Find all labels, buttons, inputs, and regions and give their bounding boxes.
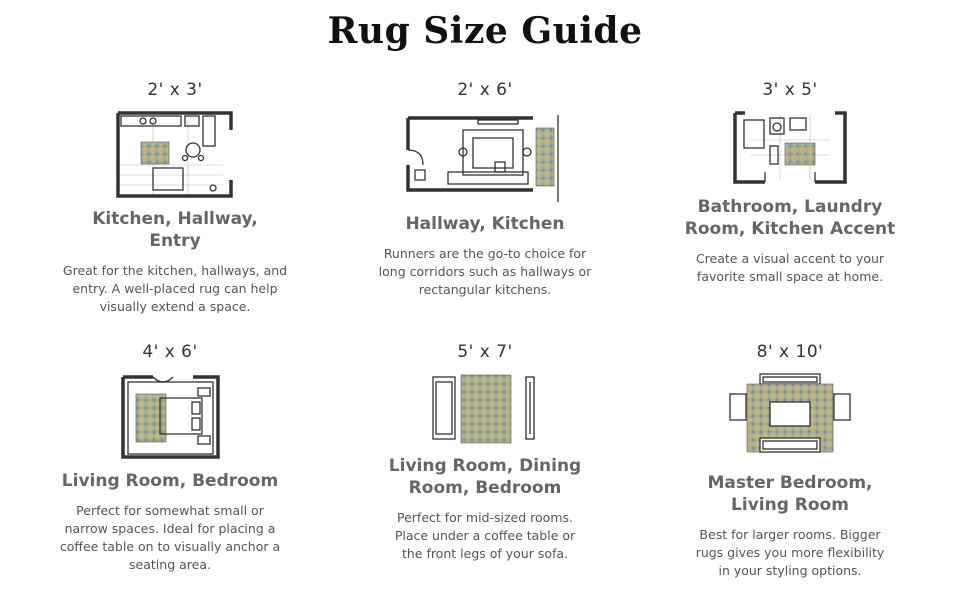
description-line: visually extend a space. (99, 299, 251, 314)
rug-size-card-8x10: 8' x 10' Master Bedroom, Living Room Bes… (660, 342, 920, 580)
rug-size-label: 8' x 10' (756, 342, 824, 362)
room-types-line: Living Room, Dining (388, 456, 582, 476)
master-bedroom-floorplan-illustration (729, 373, 851, 453)
description-line: Create a visual accent to your (695, 251, 885, 266)
description-line: rectangular kitchens. (418, 282, 552, 297)
bathroom-floorplan-illustration (733, 111, 847, 184)
room-types-line: Kitchen, Hallway, (92, 209, 258, 229)
living-room-floorplan-illustration (431, 374, 535, 444)
rug-description: Best for larger rooms. Bigger rugs gives… (660, 526, 920, 580)
rug-description: Create a visual accent to your favorite … (660, 250, 920, 286)
room-types: Master Bedroom, Living Room (660, 472, 920, 516)
room-types: Kitchen, Hallway, Entry (45, 208, 305, 252)
bedroom-floorplan-illustration (120, 375, 220, 459)
description-line: Best for larger rooms. Bigger (699, 527, 881, 542)
description-line: Perfect for mid-sized rooms. (397, 510, 573, 525)
rug-size-card-2x6: 2' x 6' Hallway, Kitchen Runners are the… (355, 80, 615, 299)
description-line: Great for the kitchen, hallways, and (62, 263, 288, 278)
description-line: Place under a coffee table or (394, 528, 576, 543)
description-line: Perfect for somewhat small or (76, 503, 264, 518)
page-title: Rug Size Guide (327, 10, 643, 52)
description-line: coffee table on to visually anchor a (59, 539, 281, 554)
rug-size-card-5x7: 5' x 7' Living Room, Dining Room, Bedroo… (355, 342, 615, 563)
description-line: rugs gives you more flexibility (695, 545, 885, 560)
rug-description: Runners are the go-to choice for long co… (355, 245, 615, 299)
room-types-line: Room, Kitchen Accent (684, 219, 896, 239)
rug-size-card-2x3: 2' x 3' Kitchen, Hallway, Entry Great fo… (45, 80, 305, 316)
kitchen-floorplan-illustration (115, 111, 233, 198)
room-types-line: Room, Bedroom (408, 478, 562, 498)
rug-size-label: 3' x 5' (762, 80, 818, 100)
room-types: Living Room, Bedroom (40, 470, 300, 492)
room-types-line: Living Room (731, 495, 849, 515)
rug-description: Great for the kitchen, hallways, and ent… (45, 262, 305, 316)
description-line: long corridors such as hallways or (378, 264, 592, 279)
room-types-line: Living Room, Bedroom (61, 471, 279, 491)
room-types-line: Bathroom, Laundry (697, 197, 883, 217)
room-types: Hallway, Kitchen (355, 213, 615, 235)
room-types-line: Master Bedroom, (707, 473, 873, 493)
room-types-line: Entry (149, 231, 201, 251)
rug-size-label: 5' x 7' (457, 342, 513, 362)
room-types: Living Room, Dining Room, Bedroom (355, 455, 615, 499)
description-line: entry. A well-placed rug can help (72, 281, 278, 296)
rug-size-card-4x6: 4' x 6' Living Room, Bedroom Perfect for… (40, 342, 300, 574)
description-line: in your styling options. (718, 563, 862, 578)
rug-description: Perfect for somewhat small or narrow spa… (40, 502, 300, 574)
description-line: Runners are the go-to choice for (383, 246, 587, 261)
description-line: the front legs of your sofa. (401, 546, 569, 561)
description-line: favorite small space at home. (696, 269, 884, 284)
rug-size-label: 2' x 6' (457, 80, 513, 100)
room-types: Bathroom, Laundry Room, Kitchen Accent (660, 196, 920, 240)
rug-description: Perfect for mid-sized rooms. Place under… (355, 509, 615, 563)
hallway-floorplan-illustration (405, 115, 559, 202)
description-line: narrow spaces. Ideal for placing a (64, 521, 276, 536)
rug-size-label: 2' x 3' (147, 80, 203, 100)
rug-size-label: 4' x 6' (142, 342, 198, 362)
room-types-line: Hallway, Kitchen (405, 214, 565, 234)
rug-size-card-3x5: 3' x 5' Bathroom, Laundry Room, Kitchen … (660, 80, 920, 286)
description-line: seating area. (129, 557, 211, 572)
